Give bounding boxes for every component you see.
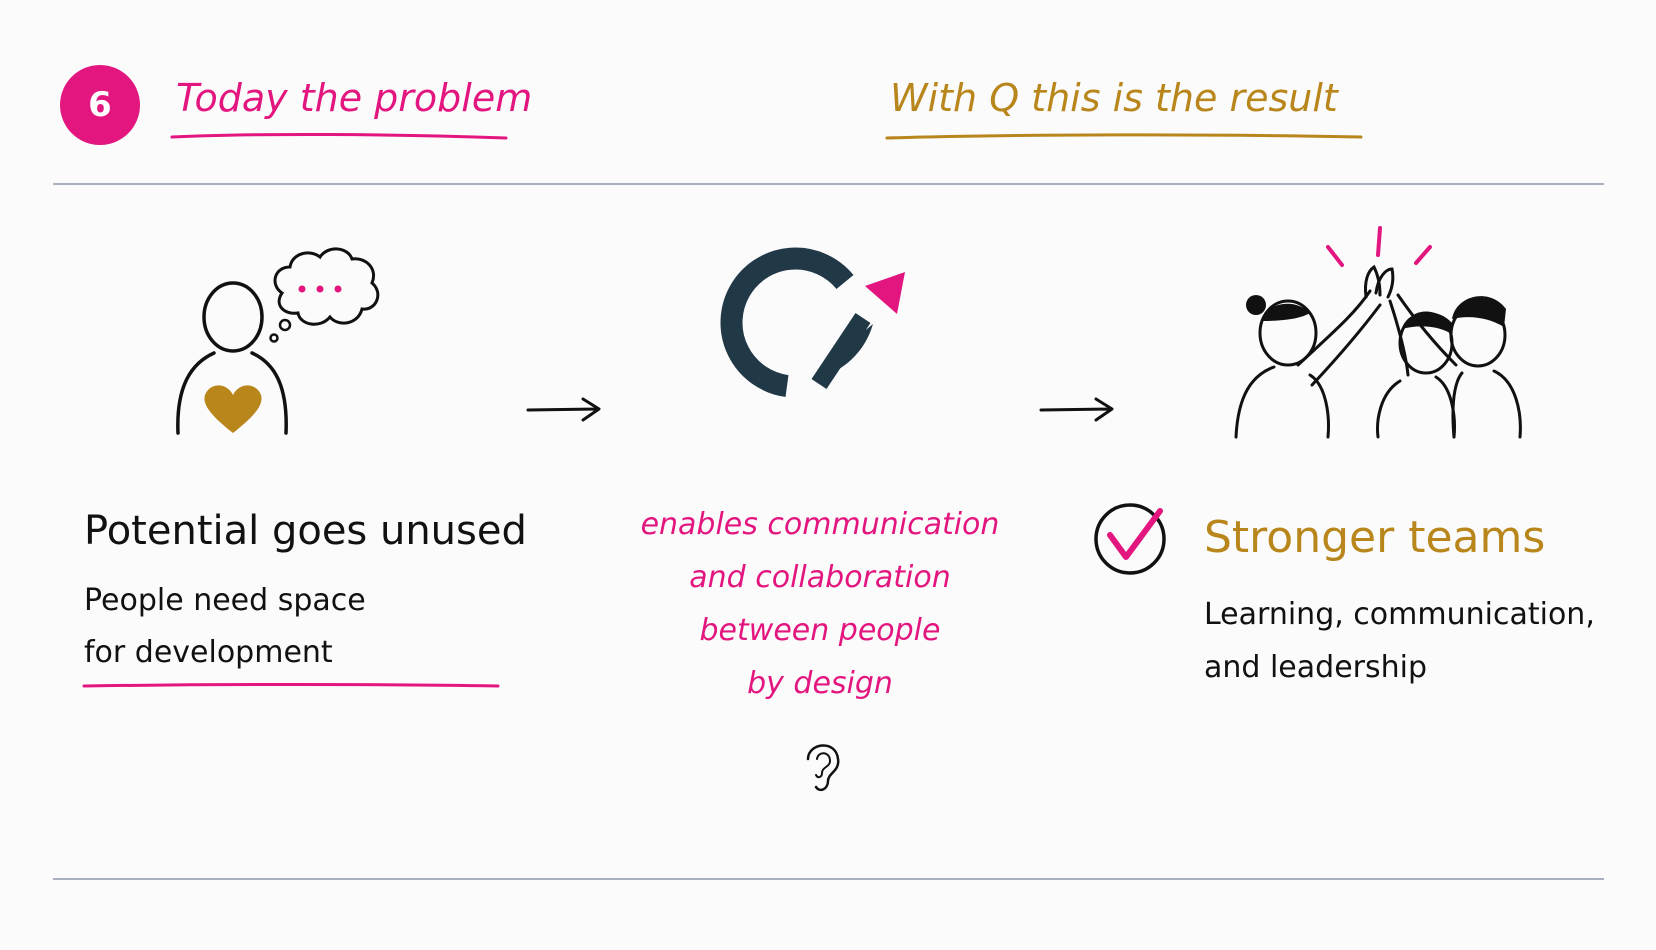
q-logo-icon [720, 247, 905, 397]
solution-line: by design [747, 666, 893, 701]
problem-heading: Today the problem [176, 76, 533, 120]
solution-line: enables communication [640, 507, 1000, 542]
bottom-divider [53, 878, 1604, 880]
result-description: Learning, communication, and leadership [1204, 588, 1595, 694]
result-heading: With Q this is the result [890, 76, 1338, 120]
problem-description-line: People need space [84, 583, 366, 618]
result-title: Stronger teams [1204, 512, 1546, 563]
step-number-badge: 6 [60, 65, 140, 145]
problem-description: People need space for development [84, 575, 366, 679]
solution-line: and collaboration [689, 560, 951, 595]
solution-description: enables communication and collaboration … [620, 498, 1020, 710]
arrow-right-icon [1039, 397, 1114, 422]
ear-icon [806, 744, 840, 792]
result-heading-underline [885, 133, 1363, 140]
problem-title: Potential goes unused [84, 508, 527, 554]
problem-underline [82, 683, 500, 688]
high-five-team-icon [1234, 226, 1522, 439]
solution-line: between people [699, 613, 941, 648]
problem-description-line: for development [84, 635, 333, 670]
checkmark-icon [1094, 503, 1166, 575]
problem-heading-underline [170, 132, 508, 140]
thinking-person-icon [176, 247, 380, 435]
result-description-line: and leadership [1204, 650, 1428, 685]
result-description-line: Learning, communication, [1204, 597, 1595, 632]
arrow-right-icon [526, 397, 601, 422]
top-divider [53, 183, 1604, 185]
